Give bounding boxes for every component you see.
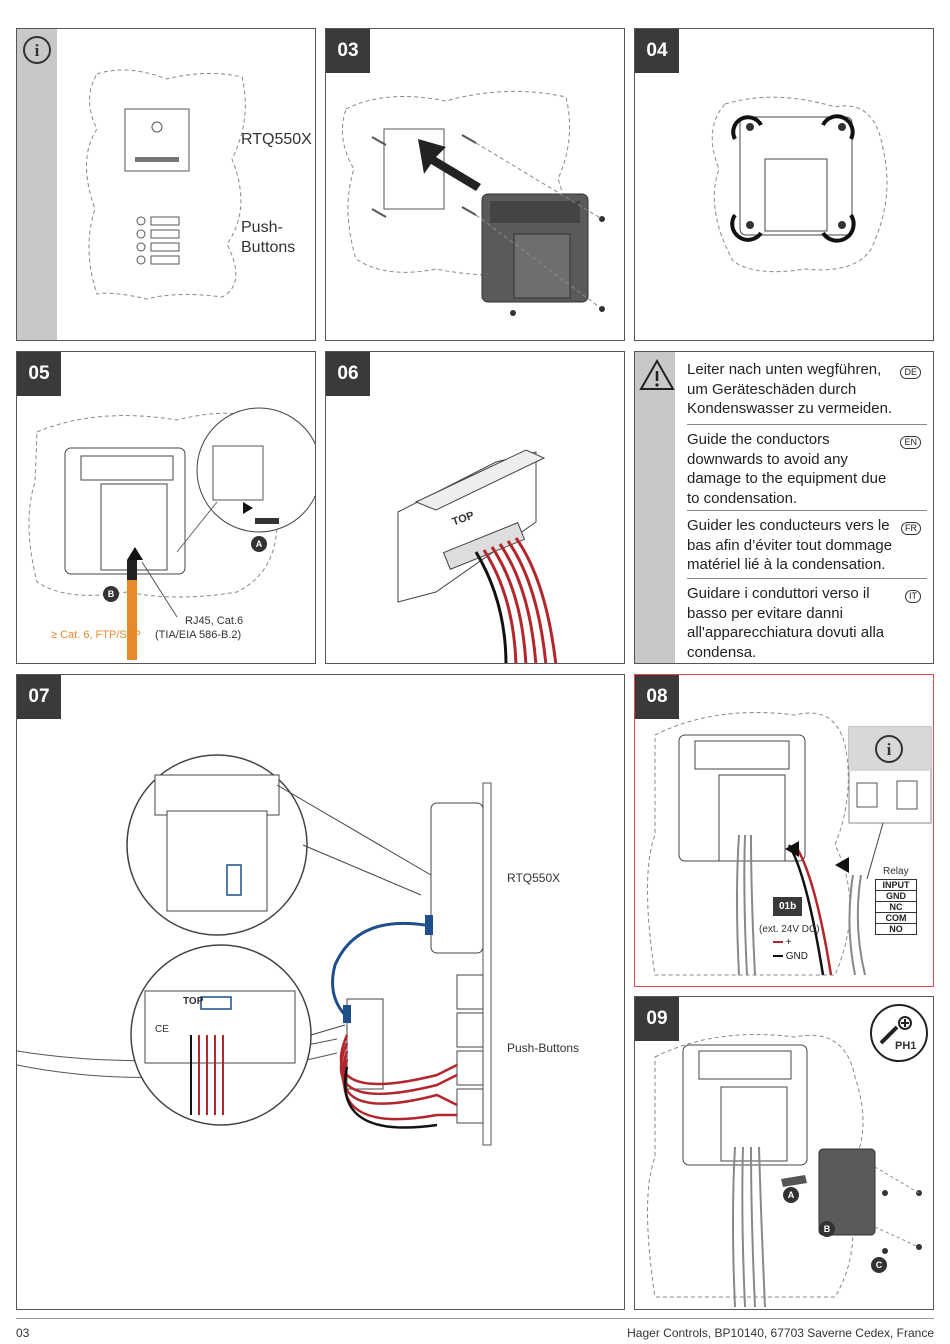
- page-number: 03: [16, 1326, 30, 1340]
- warning-panel: Leiter nach unten wegführen, um Gerätesc…: [634, 351, 934, 664]
- lang-tag: IT: [905, 590, 921, 603]
- assembly-illustration: [17, 754, 492, 1146]
- warning-strip: [635, 352, 675, 663]
- ce-label: CE: [155, 1024, 169, 1035]
- svg-text:i: i: [35, 41, 40, 60]
- buttons-label-line2: Buttons: [241, 239, 296, 256]
- panel-05: 05 A B RJ45, Cat.6 (TIA/EIA 586-B.2) ≥ C…: [16, 351, 316, 664]
- panel-04: 04: [634, 28, 934, 341]
- panel-03: 03: [325, 28, 625, 341]
- mounting-illustration: [341, 90, 605, 316]
- panel-06: 06 TOP: [325, 351, 625, 664]
- lang-tag: FR: [901, 522, 921, 535]
- cable-label-line2: (TIA/EIA 586-B.2): [155, 629, 242, 641]
- footer-address: Hager Controls, BP10140, 67703 Saverne C…: [627, 1326, 934, 1340]
- relay-title: Relay: [883, 866, 909, 877]
- relay-illustration: i: [647, 712, 932, 976]
- info-strip: [17, 29, 57, 340]
- relay-pin: INPUT: [875, 879, 917, 891]
- step-badge: 03: [326, 29, 370, 73]
- step-badge: 04: [635, 29, 679, 73]
- tag-01b: 01b: [773, 897, 803, 916]
- gnd-label: GND: [785, 951, 809, 962]
- wiring-illustration: [397, 449, 558, 663]
- step-badge: 08: [635, 675, 679, 719]
- top-label: TOP: [183, 996, 204, 1007]
- relay-pins: INPUT GND NC COM NO: [875, 879, 917, 935]
- relay-pin: COM: [875, 913, 917, 924]
- cover-illustration: [647, 1004, 928, 1308]
- warning-icon: [639, 358, 675, 390]
- plus-label: +: [785, 937, 792, 948]
- tag-b: B: [103, 586, 119, 602]
- tag-a: A: [783, 1187, 799, 1203]
- panel-info: i RTQ550X Push- Buttons: [16, 28, 316, 341]
- step-badge: 07: [17, 675, 61, 719]
- warning-text: Guide the conductors downwards to avoid …: [687, 431, 887, 507]
- step-badge: 06: [326, 352, 370, 396]
- relay-pin: NC: [875, 902, 917, 913]
- tool-label: PH1: [895, 1040, 917, 1052]
- tag-a: A: [251, 536, 267, 552]
- svg-text:i: i: [887, 740, 892, 759]
- buttons-label-line1: Push-: [241, 219, 283, 236]
- lang-tag: DE: [900, 366, 921, 379]
- rj45-illustration: [28, 407, 315, 660]
- footer-rule: [16, 1318, 934, 1319]
- relay-pin: GND: [875, 891, 917, 902]
- warning-text: Guider les conducteurs vers le bas afin …: [687, 517, 893, 573]
- panel-09: 09 PH1 A B C: [634, 996, 934, 1310]
- relay-pin: NO: [875, 924, 917, 935]
- plus-legend: +: [773, 937, 792, 948]
- step-badge: 05: [17, 352, 61, 396]
- module-label: RTQ550X: [507, 871, 561, 885]
- spec-label: ≥ Cat. 6, FTP/STP: [51, 629, 141, 641]
- product-label: RTQ550X: [241, 131, 312, 148]
- screw-illustration: [711, 96, 888, 273]
- step-badge: 09: [635, 997, 679, 1041]
- buttons-label: Push-Buttons: [507, 1041, 580, 1055]
- warning-text: Leiter nach unten wegführen, um Gerätesc…: [687, 361, 893, 417]
- power-label: (ext. 24V DC): [759, 924, 820, 935]
- panel-08: 08 i Relay INPUT GND NC COM NO 01b (ext.…: [634, 674, 934, 987]
- gnd-legend: GND: [773, 951, 808, 962]
- info-illustration: i: [23, 36, 246, 300]
- panel-07: 07: [16, 674, 625, 1310]
- tag-b: B: [819, 1221, 835, 1237]
- warning-item-en: Guide the conductors downwards to avoid …: [687, 426, 927, 511]
- warning-item-fr: Guider les conducteurs vers le bas afin …: [687, 512, 927, 579]
- tag-c: C: [871, 1257, 887, 1273]
- cable-label-line1: RJ45, Cat.6: [185, 615, 244, 627]
- warning-item-it: Guidare i conduttori verso il basso per …: [687, 580, 927, 662]
- warning-item-de: Leiter nach unten wegführen, um Gerätesc…: [687, 356, 927, 425]
- lang-tag: EN: [900, 436, 921, 449]
- warning-text: Guidare i conduttori verso il basso per …: [687, 585, 885, 661]
